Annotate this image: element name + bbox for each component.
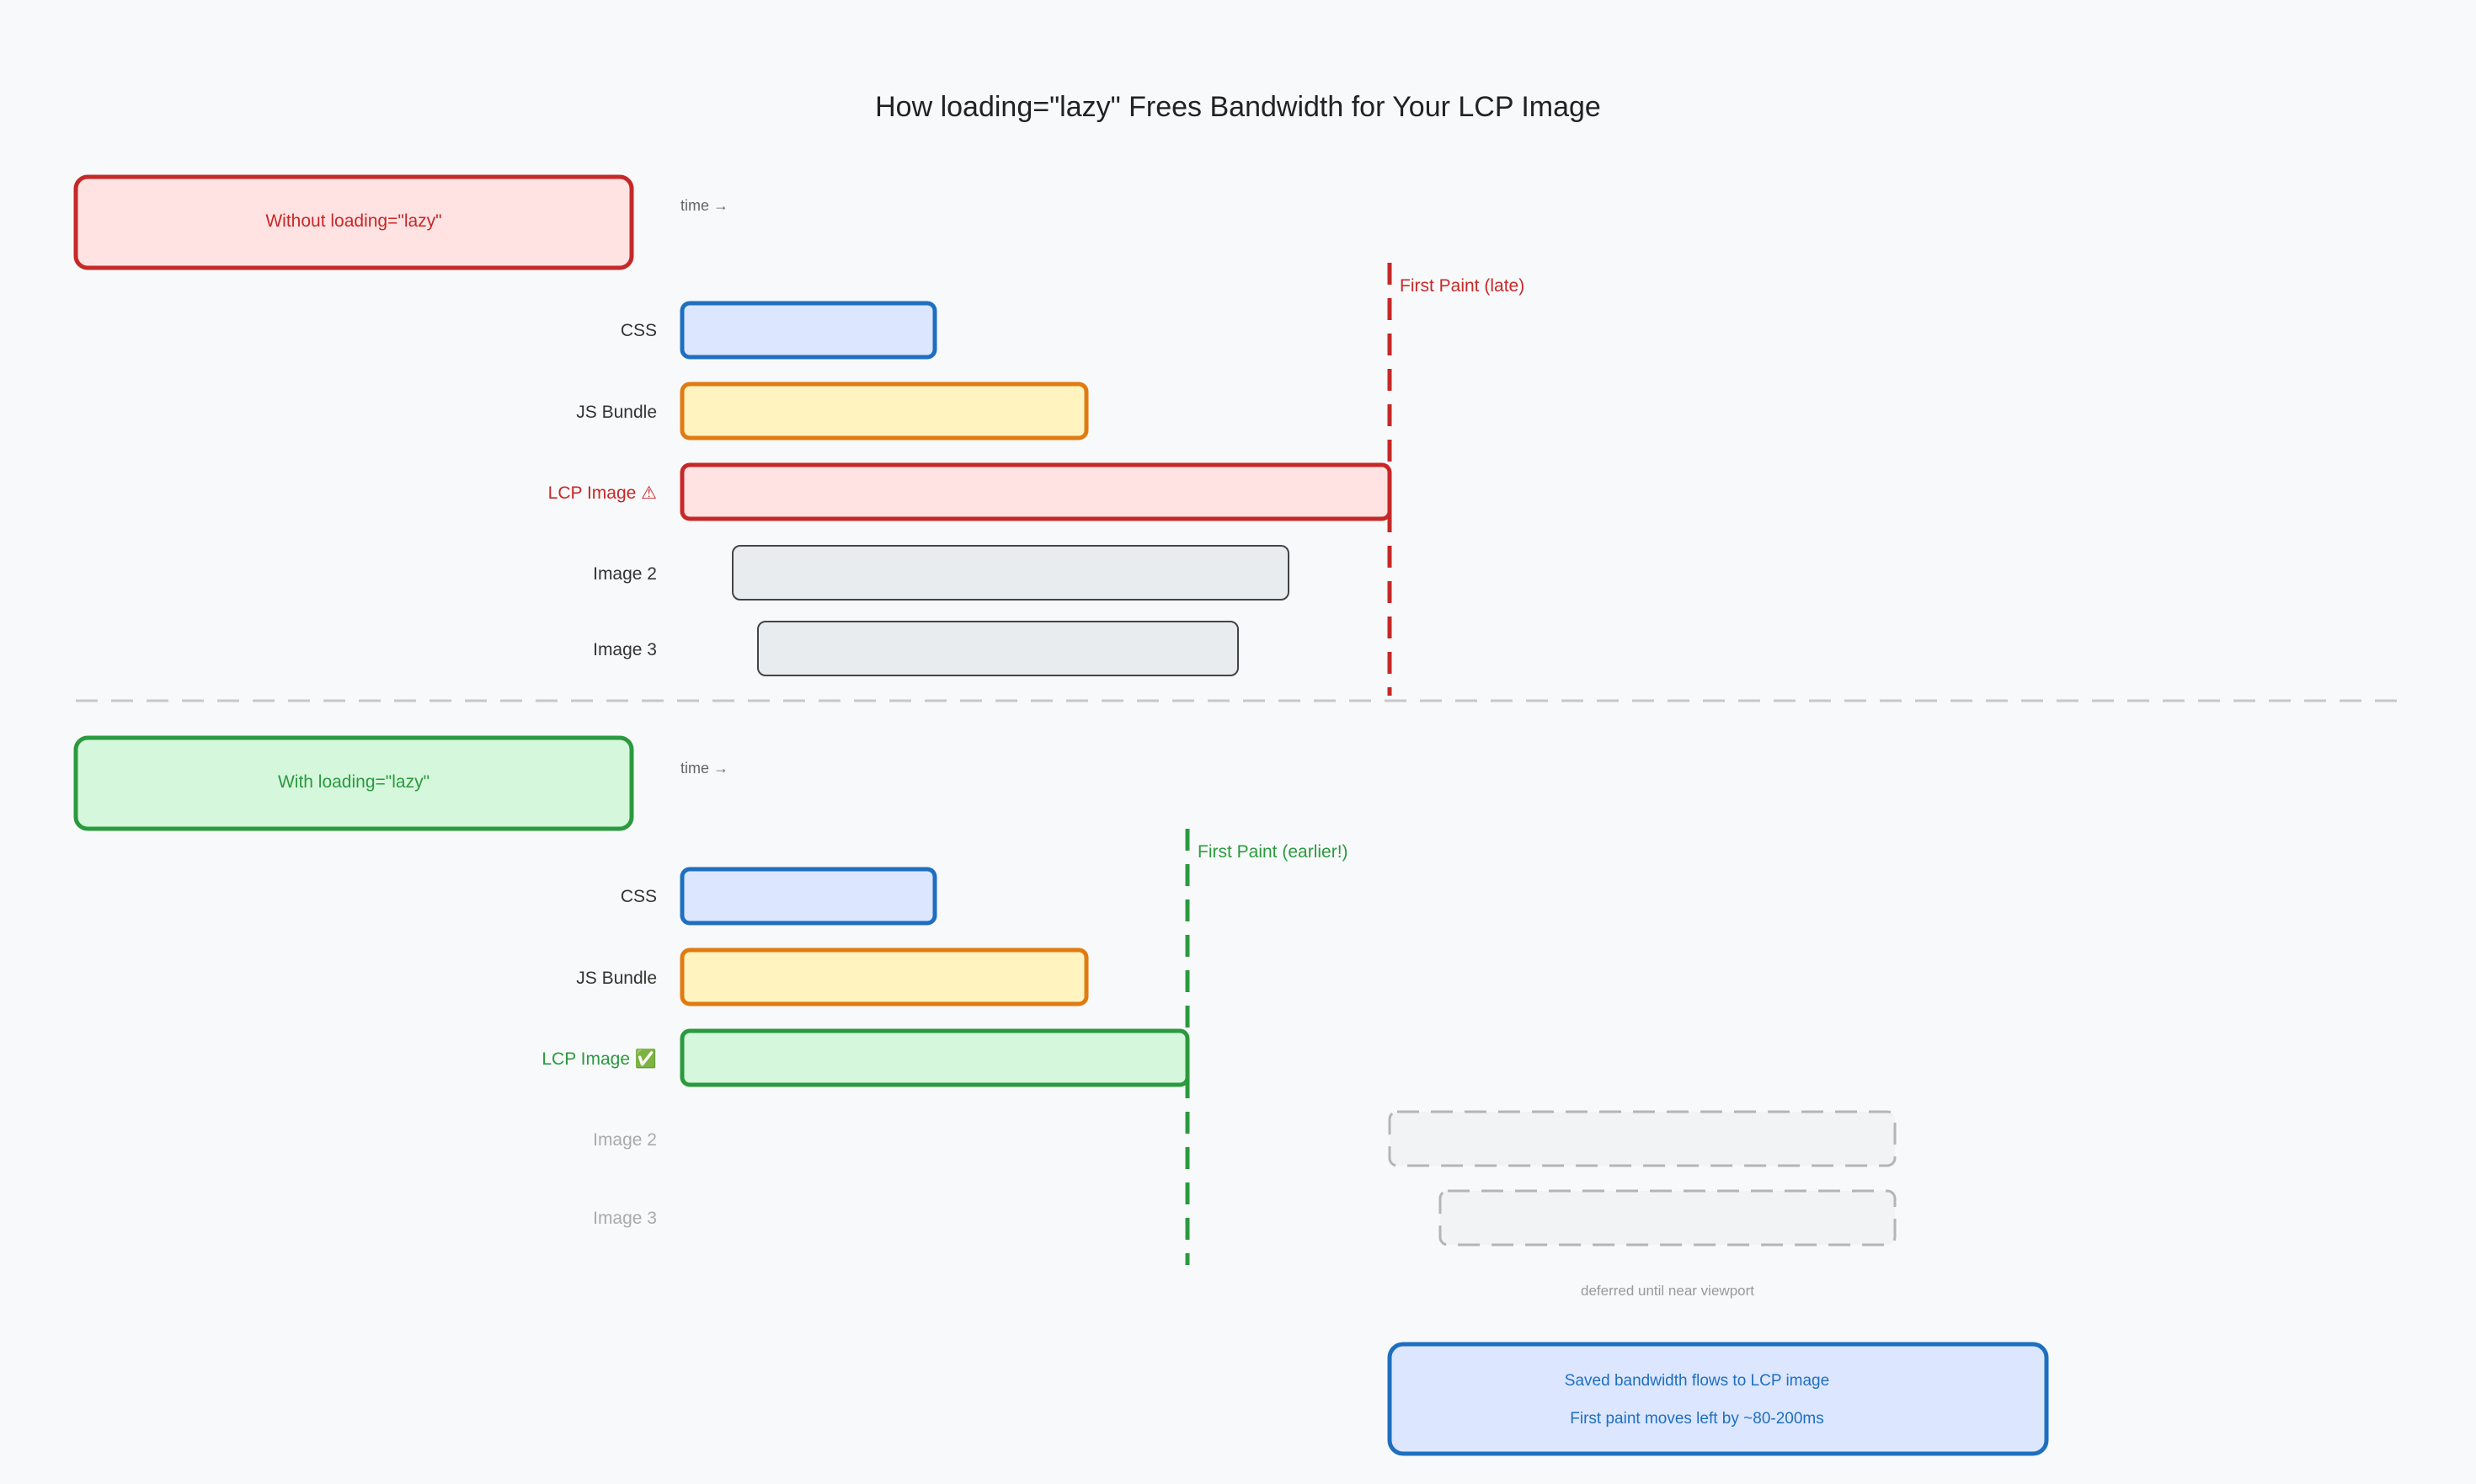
diagram-title: How loading="lazy" Frees Bandwidth for Y…: [875, 91, 1601, 123]
deferred-note: deferred until near viewport: [1581, 1283, 1754, 1299]
without-image3-bar: [757, 621, 1239, 676]
panel-with-lazy: With loading="lazy" time → CSS JS Bundle…: [73, 735, 1897, 1299]
with-row-label-image2: Image 2: [593, 1130, 657, 1150]
panel-without-lazy: Without loading="lazy" time → CSS JS Bun…: [73, 174, 1524, 696]
with-first-paint-label: First Paint (earlier!): [1198, 842, 1348, 862]
with-image2-deferred-bar: [1388, 1110, 1897, 1167]
with-lcp-image-bar: [680, 1028, 1190, 1087]
with-js-bundle-bar: [680, 948, 1089, 1006]
without-js-bundle-bar: [680, 382, 1089, 440]
without-css-bar: [680, 301, 937, 360]
without-header-label: Without loading="lazy": [265, 211, 441, 231]
without-image2-bar: [732, 545, 1289, 601]
with-time-hint: time →: [680, 760, 728, 777]
callout-box: [1387, 1342, 2049, 1456]
with-row-label-image3: Image 3: [593, 1209, 657, 1228]
without-header-box: [73, 174, 634, 270]
without-lcp-image-bar: [680, 462, 1392, 521]
without-row-label-js: JS Bundle: [576, 403, 657, 422]
with-row-label-js: JS Bundle: [576, 969, 657, 988]
callout-line-2: First paint moves left by ~80-200ms: [1570, 1410, 1824, 1428]
with-row-label-lcp: LCP Image ✅: [542, 1048, 657, 1069]
without-row-label-image2: Image 2: [593, 564, 657, 584]
with-css-bar: [680, 867, 937, 926]
without-first-paint-label: First Paint (late): [1400, 276, 1524, 296]
with-image3-deferred-bar: [1438, 1189, 1897, 1246]
with-header-box: [73, 735, 634, 831]
without-time-hint: time →: [680, 197, 728, 214]
without-row-label-lcp: LCP Image ⚠: [548, 483, 657, 503]
savings-callout: Saved bandwidth flows to LCP image First…: [1387, 1342, 2049, 1456]
with-row-label-css: CSS: [621, 887, 657, 906]
without-row-label-css: CSS: [621, 321, 657, 340]
with-header-label: With loading="lazy": [278, 772, 430, 792]
callout-line-1: Saved bandwidth flows to LCP image: [1565, 1372, 1829, 1390]
without-row-label-image3: Image 3: [593, 640, 657, 659]
